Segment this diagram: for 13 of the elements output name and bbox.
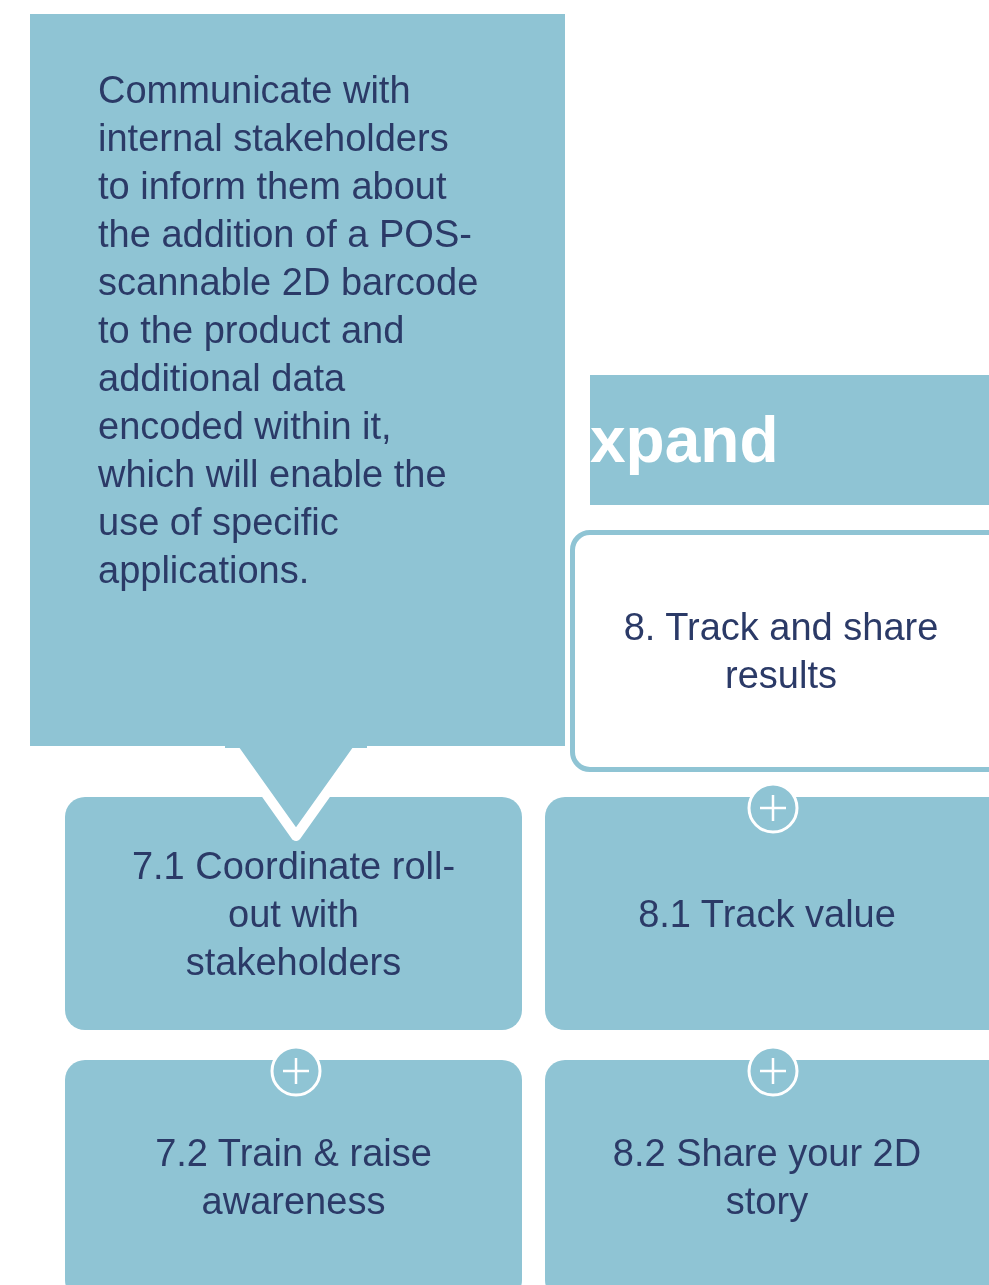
step-box: [65, 1060, 522, 1285]
step-label: 7.1 Coordinate roll-out with stakeholders: [130, 843, 457, 985]
step-label: 8.1 Track value: [637, 891, 897, 937]
step-box: [545, 797, 989, 1030]
phase-card: [570, 530, 989, 772]
step-box: [65, 797, 522, 1030]
step-box: [545, 1060, 989, 1285]
phase-title: 8. Track and share results: [622, 605, 940, 698]
step-label: 7.2 Train & raise awareness: [154, 1130, 433, 1224]
tooltip-text: Communicate with internal stakeholders to inform them about the addition of a POS-scannable 2D barcode to the product and additional data encoded within it, which will enable the use of specific applications.: [98, 68, 480, 593]
step-label: 8.2 Share your 2D story: [611, 1130, 923, 1224]
header-band: [590, 375, 989, 505]
header-title: xpand: [590, 403, 779, 477]
